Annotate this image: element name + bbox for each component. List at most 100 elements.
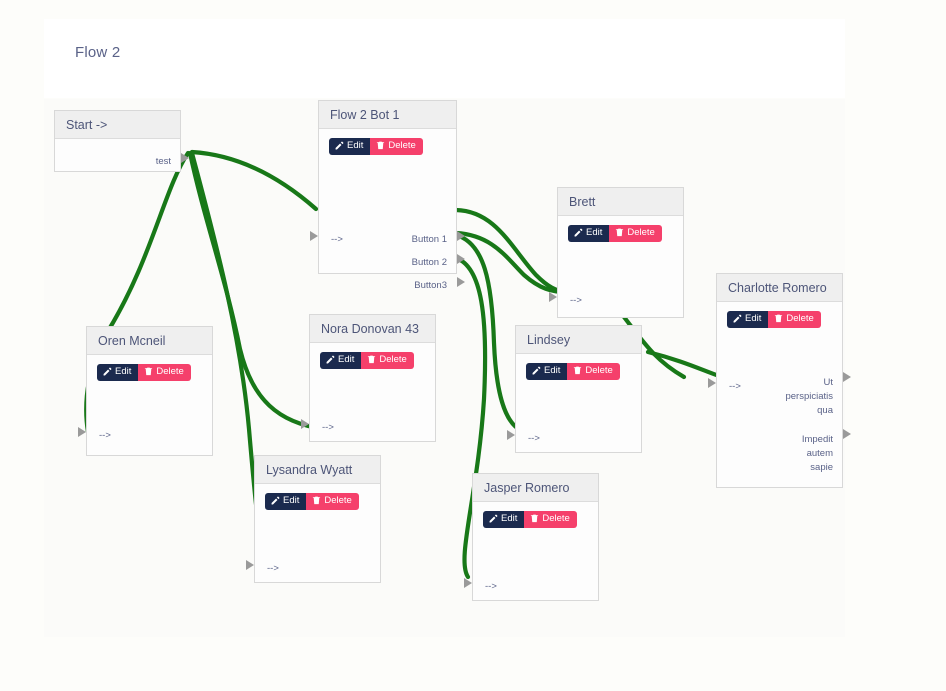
node-lindsey-header: Lindsey [516,326,641,354]
port-arrow-out-button-3[interactable] [457,277,465,287]
node-lysandra-wyatt-body: Edit Delete --> [246,484,380,582]
delete-button[interactable]: Delete [138,364,191,381]
node-flow2bot1-body: Edit Delete --> Button 1 Button 2 Button… [310,129,465,290]
port-arrow-in-lysandra-wyatt[interactable] [246,560,254,570]
node-oren-mcneil-header: Oren Mcneil [87,327,212,355]
port-arrow-in-jasper-romero[interactable] [464,578,472,588]
trash-icon [144,367,153,376]
port-arrow-in-flow2bot1[interactable] [310,231,318,241]
node-charlotte-romero-header: Charlotte Romero [717,274,842,302]
port-in-nora-donovan-43[interactable]: --> [322,422,334,433]
node-flow2bot1-header: Flow 2 Bot 1 [319,101,456,129]
delete-button[interactable]: Delete [361,352,414,369]
edit-button[interactable]: Edit [320,352,362,369]
edit-button-label: Edit [115,366,132,377]
delete-button[interactable]: Delete [306,493,359,510]
port-out-charlotte-1-line2: perspiciatis [785,390,833,402]
port-out-charlotte-2-line2: autem [806,447,833,459]
port-arrow-in-lindsey[interactable] [507,430,515,440]
delete-button-label: Delete [156,366,184,377]
trash-icon [774,314,783,323]
node-nora-donovan-43-header: Nora Donovan 43 [310,315,435,343]
delete-button[interactable]: Delete [768,311,821,328]
port-arrow-in-oren-mcneil[interactable] [78,427,86,437]
edit-button[interactable]: Edit [329,138,371,155]
node-flow2bot1-title: Flow 2 Bot 1 [330,107,400,122]
port-out-button-2[interactable]: Button 2 [411,257,447,268]
edit-icon [271,496,280,505]
port-in-flow2bot1[interactable]: --> [331,234,343,245]
port-out-button-3[interactable]: Button3 [414,280,447,291]
port-out-start-test[interactable]: test [155,156,171,167]
trash-icon [367,355,376,364]
delete-button-label: Delete [627,227,655,238]
node-jasper-romero-buttons: Edit Delete [483,511,577,528]
node-nora-donovan-43[interactable]: Nora Donovan 43 Edit Delete [301,314,436,442]
port-out-charlotte-1-line1: Ut [823,377,834,388]
trash-icon [615,228,624,237]
delete-button[interactable]: Delete [370,138,423,155]
edit-button-label: Edit [544,365,561,376]
port-out-charlotte-1[interactable]: Ut perspiciatis qua [785,376,833,417]
edit-button[interactable]: Edit [727,311,769,328]
port-arrow-in-brett[interactable] [549,292,557,302]
port-out-charlotte-2-line3: sapie [810,461,833,473]
delete-button[interactable]: Delete [609,225,662,242]
trash-icon [312,496,321,505]
port-out-button-1[interactable]: Button 1 [411,234,447,245]
edit-button[interactable]: Edit [483,511,525,528]
edit-icon [335,141,344,150]
port-arrow-out-start-test[interactable] [181,153,189,163]
node-charlotte-romero[interactable]: Charlotte Romero Edit Delete [708,273,851,488]
port-arrow-out-charlotte-2[interactable] [843,429,851,439]
port-arrow-out-charlotte-1[interactable] [843,372,851,382]
port-in-charlotte-romero[interactable]: --> [729,381,741,392]
node-nora-donovan-43-buttons: Edit Delete [320,352,414,369]
node-flow2bot1[interactable]: Flow 2 Bot 1 Edit Delete [310,100,465,290]
port-arrow-in-nora-donovan-43[interactable] [301,419,309,429]
edit-button[interactable]: Edit [265,493,307,510]
delete-button-label: Delete [379,354,407,365]
delete-button-label: Delete [542,513,570,524]
edit-icon [574,228,583,237]
edge-lindsey-charlotte [645,349,725,380]
port-out-charlotte-2[interactable]: Impedit autem sapie [802,433,833,474]
node-oren-mcneil[interactable]: Oren Mcneil Edit Delete [78,326,213,456]
node-jasper-romero[interactable]: Jasper Romero Edit Delete [464,473,599,601]
node-jasper-romero-title: Jasper Romero [484,480,570,495]
port-arrow-out-button-1[interactable] [457,231,465,241]
edit-button-label: Edit [501,513,518,524]
port-arrow-in-charlotte-romero[interactable] [708,378,716,388]
port-in-oren-mcneil[interactable]: --> [99,430,111,441]
node-flow2bot1-buttons: Edit Delete [329,138,423,155]
edit-button-label: Edit [586,227,603,238]
port-in-lysandra-wyatt[interactable]: --> [267,563,279,574]
node-lysandra-wyatt[interactable]: Lysandra Wyatt Edit Delete [246,455,381,583]
node-start[interactable]: Start -> test [54,110,189,172]
node-lindsey[interactable]: Lindsey Edit Delete [507,325,642,453]
edit-button-label: Edit [347,140,364,151]
port-out-charlotte-1-line3: qua [817,404,833,416]
port-in-brett[interactable]: --> [570,295,582,306]
delete-button-label: Delete [324,495,352,506]
delete-button[interactable]: Delete [524,511,577,528]
node-jasper-romero-header: Jasper Romero [473,474,598,502]
edit-button[interactable]: Edit [526,363,568,380]
edge-button2-lindsey [453,232,525,434]
port-arrow-out-button-2[interactable] [457,254,465,264]
delete-button[interactable]: Delete [567,363,620,380]
node-lysandra-wyatt-header: Lysandra Wyatt [255,456,380,484]
flow-canvas[interactable]: Start -> test Flow 2 Bot 1 Edit [44,99,851,637]
node-brett-buttons: Edit Delete [568,225,662,242]
trash-icon [376,141,385,150]
edit-button[interactable]: Edit [97,364,139,381]
trash-icon [530,514,539,523]
port-in-jasper-romero[interactable]: --> [485,581,497,592]
edit-icon [489,514,498,523]
edit-button[interactable]: Edit [568,225,610,242]
port-in-lindsey[interactable]: --> [528,433,540,444]
node-brett[interactable]: Brett Edit Delete [549,187,684,318]
edit-icon [532,366,541,375]
node-oren-mcneil-buttons: Edit Delete [97,364,191,381]
